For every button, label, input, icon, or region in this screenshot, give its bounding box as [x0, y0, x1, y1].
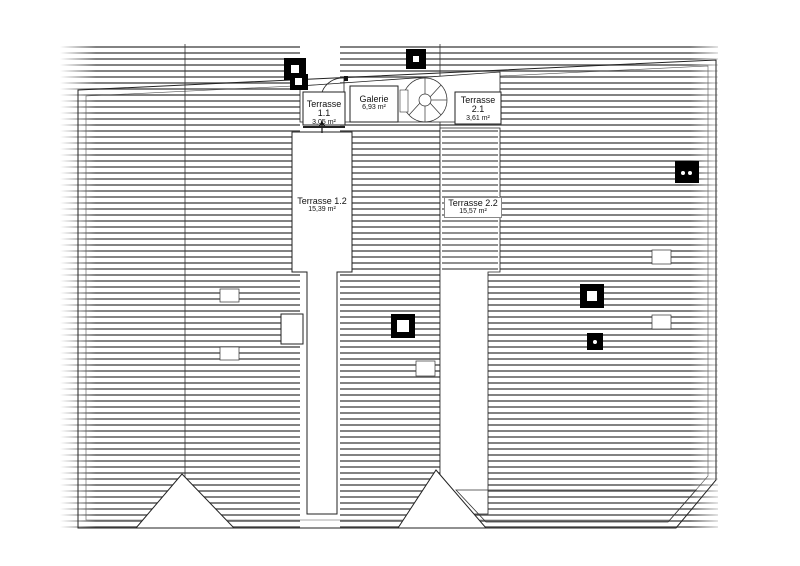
room-number: 2.1: [471, 104, 485, 115]
room-area: 3,05 m²: [312, 118, 336, 126]
gable-left: [134, 473, 236, 529]
roof-field-left: [60, 44, 300, 528]
roof-field-right: [500, 44, 718, 528]
chimney: [587, 333, 603, 350]
room-name: Terrasse: [460, 95, 496, 105]
room-label-terrasse-2-2: Terrasse 2.2 15,57 m²: [444, 197, 502, 218]
roof-outline: [77, 59, 717, 529]
room-label-terrasse-1-2: Terrasse 1.2 15,39 m²: [292, 196, 352, 214]
chimney: [290, 74, 308, 90]
skylight: [651, 314, 672, 330]
room-area: 15,57 m²: [459, 208, 487, 216]
skylight: [651, 249, 672, 265]
galerie-area: [349, 85, 399, 123]
chimney: [580, 284, 604, 308]
room-name: Terrasse: [306, 99, 342, 109]
room-name: Terrasse 1.2: [297, 196, 347, 206]
gable-right: [455, 489, 697, 523]
terrasse-1-2-area: [291, 131, 353, 515]
room-area: 15,39 m²: [308, 206, 336, 214]
skylight: [219, 346, 240, 361]
room-number: 1.1: [317, 108, 331, 119]
skylight: [415, 360, 436, 377]
chimney: [406, 49, 426, 69]
room-name: Galerie: [359, 94, 389, 104]
chimney: [391, 314, 415, 338]
room-label-galerie: Galerie 6,93 m²: [350, 94, 398, 112]
skylight: [219, 288, 240, 303]
room-area: 6,93 m²: [362, 104, 386, 112]
terrasse-2-1-area: [454, 91, 502, 125]
gable-center: [397, 469, 488, 529]
chimney: [675, 161, 699, 183]
room-label-terrasse-1-1: Terrasse 1.1 3,05 m²: [303, 99, 345, 126]
room-label-terrasse-2-1: Terrasse 2.1 3,61 m²: [455, 95, 501, 122]
room-name: Terrasse 2.2: [448, 198, 498, 208]
skylight: [280, 313, 304, 345]
room-area: 3,61 m²: [466, 114, 490, 122]
